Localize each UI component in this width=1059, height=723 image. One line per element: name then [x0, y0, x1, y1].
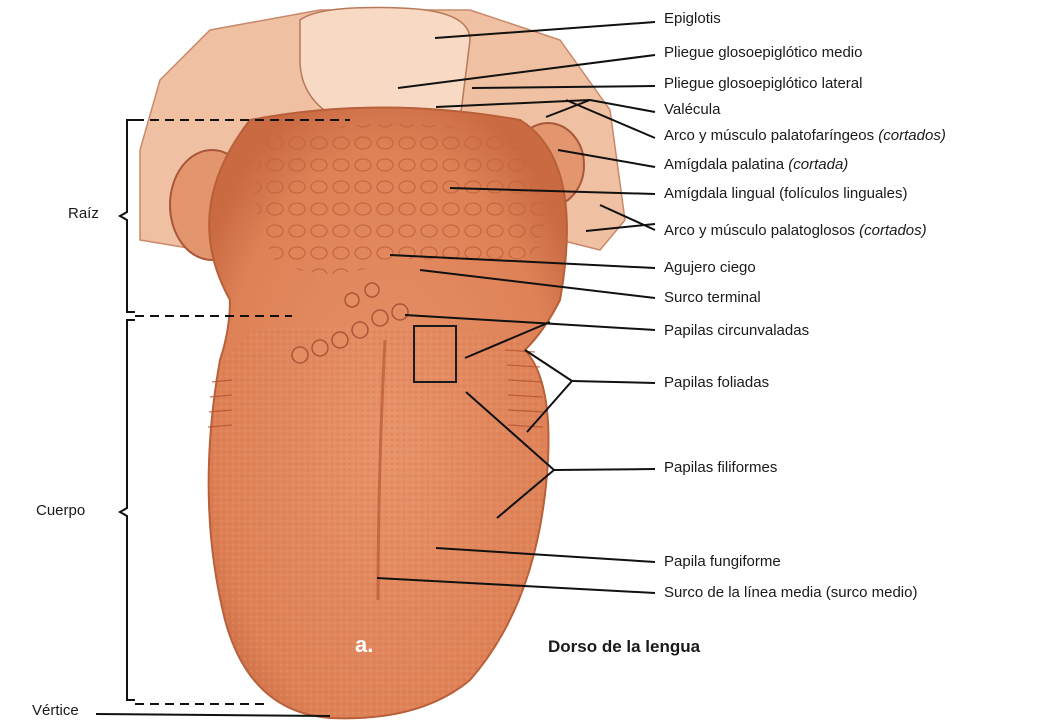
label-papilas-foliadas: Papilas foliadas	[664, 374, 769, 392]
label-arco-palatoglosos: Arco y músculo palatoglosos (cortados)	[664, 222, 927, 240]
label-amigdala-lingual: Amígdala lingual (folículos linguales)	[664, 185, 907, 203]
region-cuerpo: Cuerpo	[36, 502, 85, 519]
label-papilas-circunvaladas: Papilas circunvaladas	[664, 322, 809, 340]
label-surco-terminal: Surco terminal	[664, 289, 761, 307]
label-surco-linea-media: Surco de la línea media (surco medio)	[664, 584, 917, 602]
amigdala-palatina-text: Amígdala palatina	[664, 156, 784, 173]
amigdala-palatina-note: (cortada)	[788, 156, 848, 173]
panel-letter: a.	[355, 632, 373, 658]
label-epiglotis: Epiglotis	[664, 10, 721, 28]
label-valecula: Valécula	[664, 101, 720, 119]
label-papila-fungiforme: Papila fungiforme	[664, 553, 781, 571]
label-papilas-filiformes: Papilas filiformes	[664, 459, 777, 477]
arco-palatofaringeos-text: Arco y músculo palatofaríngeos	[664, 127, 874, 144]
label-pliegue-medio: Pliegue glosoepiglótico medio	[664, 44, 862, 62]
region-raiz: Raíz	[68, 205, 99, 222]
label-amigdala-palatina: Amígdala palatina (cortada)	[664, 156, 848, 174]
arco-palatoglosos-text: Arco y músculo palatoglosos	[664, 222, 855, 239]
figure-caption: Dorso de la lengua	[548, 637, 700, 657]
label-pliegue-lateral: Pliegue glosoepiglótico lateral	[664, 75, 862, 93]
lingual-tonsil	[255, 124, 544, 274]
arco-palatofaringeos-note: (cortados)	[878, 127, 946, 144]
label-agujero-ciego: Agujero ciego	[664, 259, 756, 277]
region-vertice: Vértice	[32, 702, 79, 719]
arco-palatoglosos-note: (cortados)	[859, 222, 927, 239]
label-arco-palatofaringeos: Arco y músculo palatofaríngeos (cortados…	[664, 127, 946, 145]
